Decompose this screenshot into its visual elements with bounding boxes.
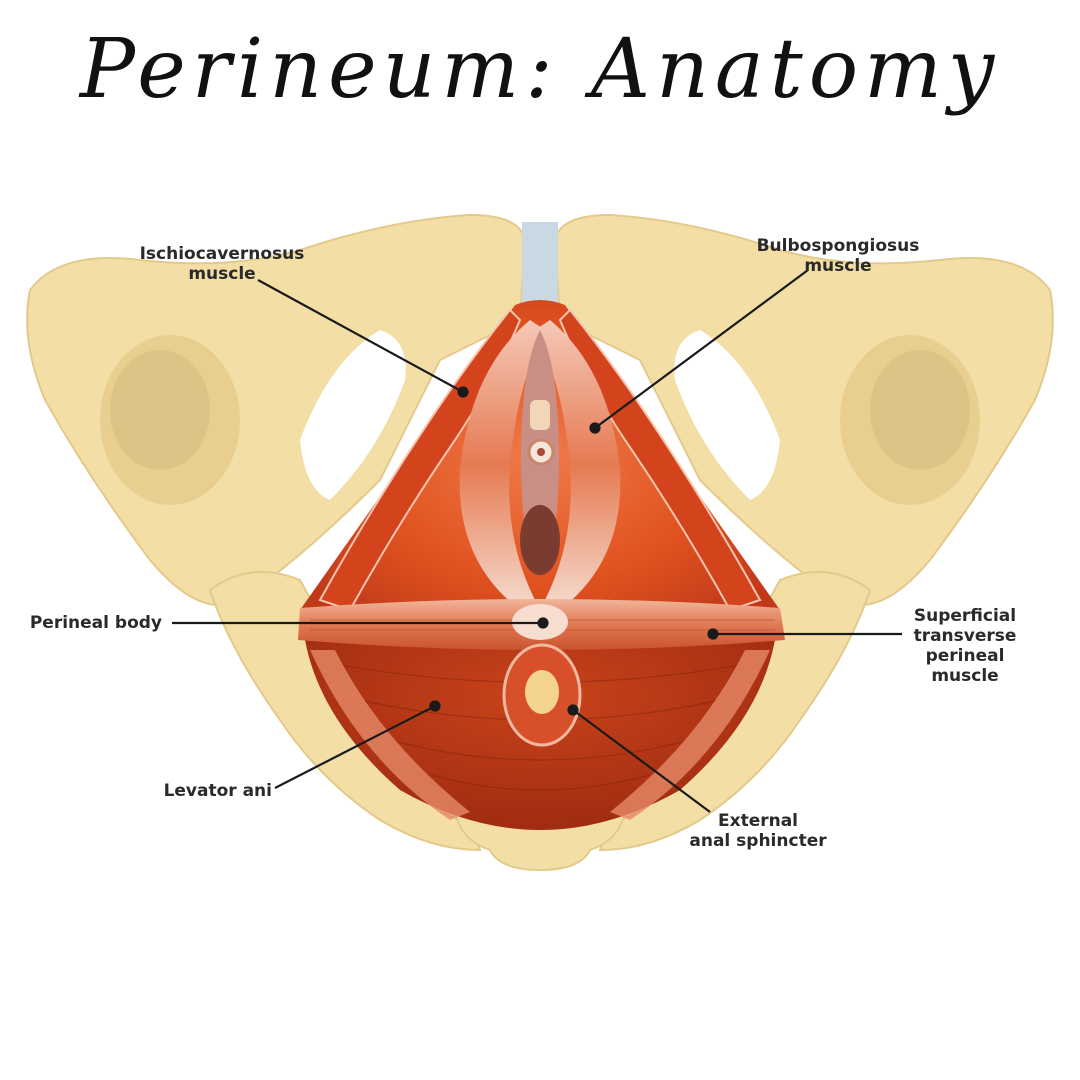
leader-lines — [172, 269, 902, 813]
label-superficial-transverse-perineal-muscle: Superficial transverse perineal muscle — [913, 606, 1017, 686]
pelvic-bone — [26, 213, 1054, 872]
external-anal-sphincter — [502, 643, 582, 747]
bulbospongiosus-right — [535, 320, 621, 610]
label-levator-ani: Levator ani — [163, 781, 272, 801]
label-external-anal-sphincter: External anal sphincter — [689, 811, 827, 851]
label-bulbospongiosus: Bulbospongiosus muscle — [756, 236, 920, 276]
label-perineal-body: Perineal body — [29, 613, 162, 633]
page-title: Perineum: Anatomy — [79, 22, 1001, 117]
label-ischiocavernosus: Ischiocavernosus muscle — [139, 244, 305, 284]
bulbospongiosus-left — [459, 320, 545, 610]
